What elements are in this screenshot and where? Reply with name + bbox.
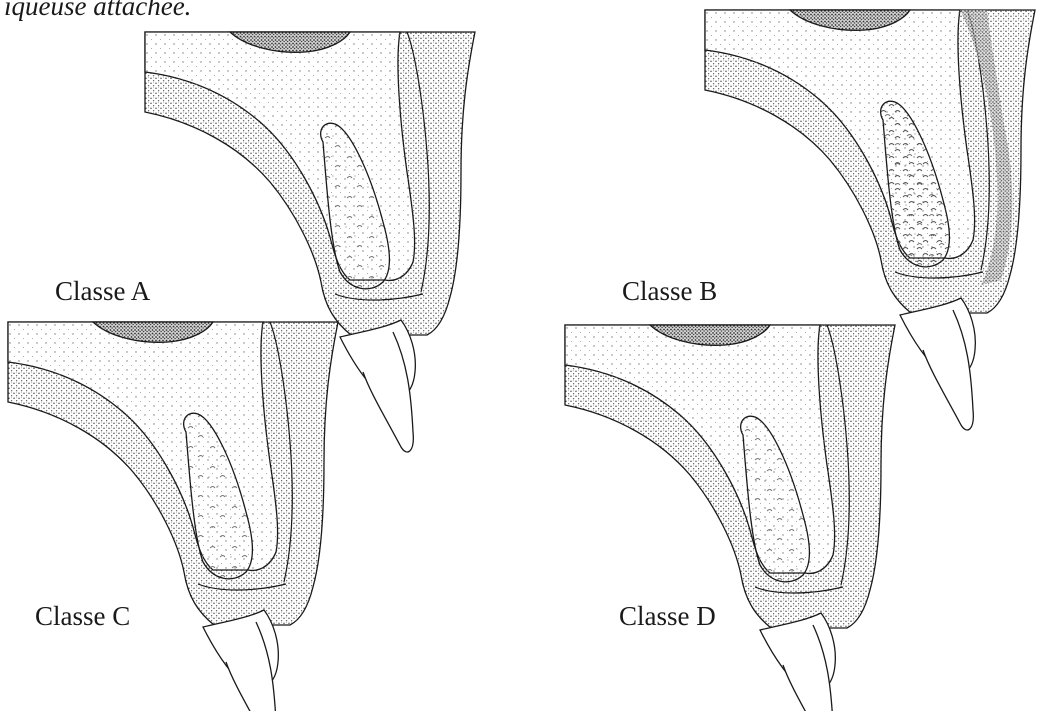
label-classe-a: Classe A — [55, 276, 150, 307]
panel-classe-c — [8, 322, 338, 711]
label-classe-b: Classe B — [622, 276, 717, 307]
label-classe-c: Classe C — [35, 601, 130, 632]
label-classe-d: Classe D — [619, 601, 716, 632]
panel-classe-d — [565, 325, 895, 711]
